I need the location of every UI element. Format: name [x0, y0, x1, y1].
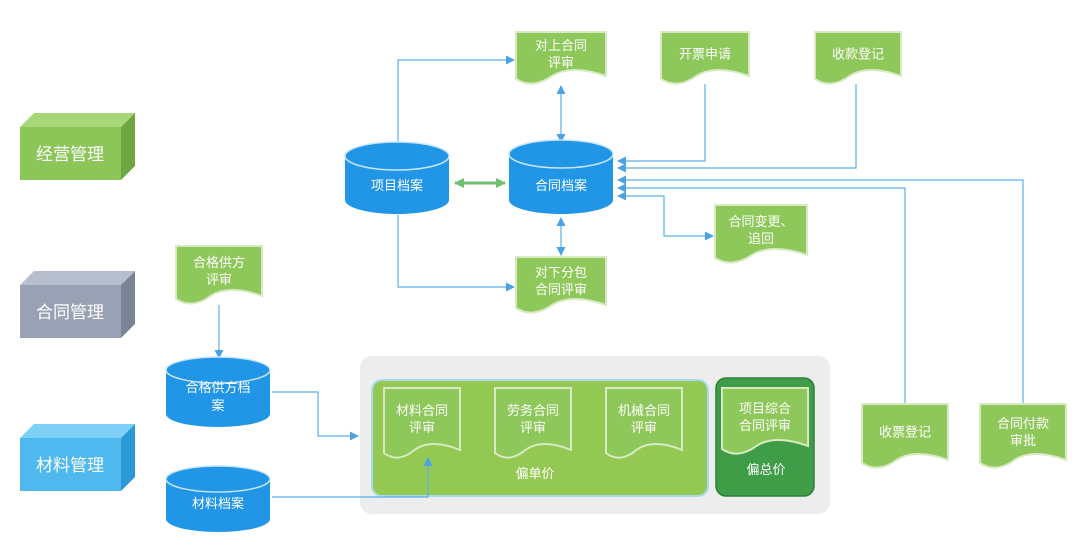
module-business: 经营管理 — [20, 113, 135, 180]
doc-shape — [721, 387, 809, 455]
connectors — [214, 55, 1024, 498]
doc-shape — [605, 387, 683, 459]
module-business-label: 经营管理 — [36, 145, 104, 165]
doc-label: 材料合同 — [396, 404, 448, 419]
db-supplier-archive-label-2: 案 — [211, 399, 224, 414]
doc-label: 评审 — [206, 273, 232, 288]
db-material-archive: 材料档案 — [165, 465, 271, 532]
module-material-label: 材料管理 — [36, 456, 104, 476]
db-supplier-archive: 合格供方档 案 — [165, 356, 271, 427]
doc-shape — [814, 31, 902, 85]
doc-shape — [383, 387, 461, 459]
doc-label: 审批 — [1010, 434, 1036, 449]
partial-unit-price-label: 偏单价 — [515, 467, 554, 482]
doc-label: 评审 — [548, 56, 574, 71]
doc-label: 合同评审 — [739, 419, 791, 434]
doc-shape — [861, 403, 949, 469]
doc-payment-receipt-registration: 收款登记 — [814, 31, 902, 85]
doc-label: 开票申请 — [679, 48, 731, 63]
doc-label: 机械合同 — [618, 404, 670, 419]
doc-label: 收款登记 — [832, 48, 884, 63]
doc-shape — [515, 31, 607, 85]
doc-label: 评审 — [409, 421, 435, 436]
doc-label: 合格供方 — [193, 255, 245, 271]
doc-label: 项目综合 — [739, 402, 791, 417]
db-contract-archive-label: 合同档案 — [535, 179, 587, 194]
module-contract-label: 合同管理 — [36, 303, 104, 323]
doc-shape — [714, 204, 808, 264]
doc-shape — [175, 245, 263, 305]
db-project-archive-label: 项目档案 — [371, 179, 423, 194]
doc-shape — [979, 403, 1067, 469]
db-material-archive-label: 材料档案 — [192, 497, 244, 512]
module-contract: 合同管理 — [20, 271, 135, 338]
db-project-archive: 项目档案 — [344, 141, 450, 214]
module-material: 材料管理 — [20, 424, 135, 491]
doc-invoice-application: 开票申请 — [660, 31, 750, 85]
doc-label: 合同评审 — [535, 283, 587, 298]
partial-total-price-label: 偏总价 — [746, 463, 785, 478]
doc-label: 对上合同 — [535, 39, 587, 54]
doc-label: 评审 — [520, 421, 546, 436]
doc-label: 合同变更、 — [728, 214, 793, 230]
doc-label: 评审 — [631, 421, 657, 436]
doc-shape — [494, 387, 572, 459]
doc-shape — [515, 256, 607, 314]
doc-label: 收票登记 — [879, 426, 931, 441]
db-supplier-archive-label-1: 合格供方档 — [185, 380, 250, 396]
db-contract-archive: 合同档案 — [508, 139, 614, 214]
doc-invoice-receipt-registration: 收票登记 — [861, 403, 949, 469]
doc-shape — [660, 31, 750, 85]
documents: 对上合同评审开票申请收款登记合同变更、追回对下分包合同评审合格供方评审材料合同评… — [175, 31, 1067, 469]
doc-label: 合同付款 — [997, 417, 1049, 432]
doc-label: 追回 — [748, 231, 774, 247]
doc-label: 对下分包 — [535, 266, 587, 281]
doc-label: 劳务合同 — [507, 403, 559, 419]
doc-contract-change: 合同变更、追回 — [714, 204, 808, 264]
